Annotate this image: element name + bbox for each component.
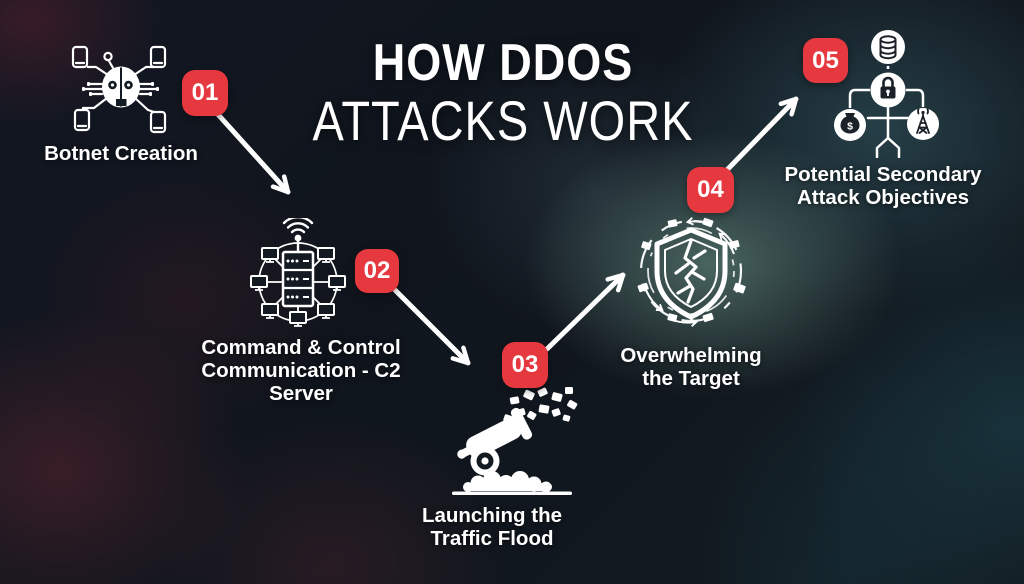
svg-text:$: $ [847, 121, 853, 133]
title-line-2: ATTACKS WORK [312, 89, 694, 152]
step-3-badge: 03 [502, 342, 548, 388]
step-1-label: Botnet Creation [0, 142, 251, 165]
step-1-label-line-1: Botnet Creation [44, 142, 198, 165]
step-5-label-line-1: Potential Secondary [784, 163, 982, 186]
step-4-label: Overwhelming the Target [561, 344, 821, 390]
title-line-1: HOW DDOS [372, 32, 634, 92]
cannon-traffic-icon [444, 385, 584, 499]
step-2-label-line-1: Command & Control [201, 336, 401, 359]
step-5-badge: 05 [803, 38, 848, 83]
page-title: HOW DDOS ATTACKS WORK [253, 32, 753, 148]
step-1-badge: 01 [182, 70, 228, 116]
arrow-step1-to-step2 [211, 107, 291, 195]
step-4-number: 04 [697, 176, 724, 203]
step-3-label: Launching the Traffic Flood [362, 504, 622, 550]
c2-server-icon [246, 218, 350, 330]
step-4-label-line-1: Overwhelming [620, 344, 762, 367]
cracked-shield-icon [630, 214, 752, 332]
step-2-badge: 02 [355, 249, 399, 293]
botnet-icon [66, 42, 170, 134]
arrow-step2-to-step3 [392, 287, 471, 366]
step-4-badge: 04 [687, 167, 734, 213]
arrow-step4-to-step5 [722, 96, 799, 175]
step-2-number: 02 [363, 257, 391, 284]
step-3-label-line-2: Traffic Flood [430, 527, 554, 550]
step-2-label-line-2: Communication - C2 Server [201, 359, 401, 405]
step-3-number: 03 [511, 351, 539, 378]
secondary-objectives-icon: $ [830, 26, 946, 158]
step-5-label-line-2: Attack Objectives [796, 186, 970, 209]
step-2-label: Command & Control Communication - C2 Ser… [171, 336, 431, 405]
step-1-number: 01 [191, 79, 219, 106]
arrow-step3-to-step4 [544, 272, 626, 352]
step-5-label: Potential Secondary Attack Objectives [753, 163, 1013, 209]
step-4-label-line-2: the Target [642, 367, 740, 390]
step-3-label-line-1: Launching the [421, 504, 563, 527]
step-5-number: 05 [812, 46, 839, 74]
